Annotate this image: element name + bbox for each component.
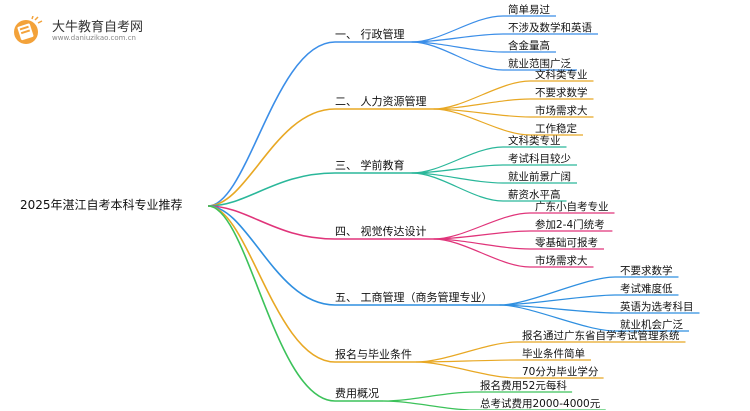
logo-title: 大牛教育自考网: [52, 20, 144, 35]
book-icon: [14, 16, 43, 44]
branch-label: 报名与毕业条件: [335, 348, 412, 361]
branch-connector: [207, 172, 412, 207]
leaf-connector: [411, 172, 567, 202]
leaf-connector: [433, 108, 594, 118]
mindmap-root: 2025年湛江自考本科专业推荐: [20, 198, 183, 212]
leaf-connector: [499, 304, 689, 332]
leaf-connector: [433, 98, 594, 110]
leaf-label: 英语为选考科目: [620, 301, 694, 313]
leaf-label: 就业前景广阔: [508, 171, 571, 183]
leaf-label: 参加2-4门统考: [535, 219, 605, 231]
branch-connector: [207, 205, 383, 402]
leaf-connector: [415, 359, 591, 363]
leaf-connector: [411, 41, 556, 53]
leaf-label: 零基础可报考: [535, 237, 598, 249]
branch-label: 二、 人力资源管理: [335, 95, 427, 108]
branch-label: 五、 工商管理（商务管理专业）: [335, 291, 493, 304]
leaf-label: 薪资水平高: [508, 189, 561, 201]
leaf-label: 报名费用52元每科: [480, 380, 567, 392]
leaf-label: 含金量高: [508, 40, 550, 52]
leaf-label: 考试科目较少: [508, 153, 571, 165]
leaf-connector: [499, 304, 700, 314]
leaf-label: 简单易过: [508, 4, 550, 16]
leaf-connector: [433, 108, 583, 136]
logo-url: www.daniuzikao.com.cn: [52, 34, 136, 42]
leaf-connector: [433, 238, 604, 250]
branch-connector: [207, 205, 434, 240]
leaf-label: 广东小自考专业: [535, 201, 609, 213]
leaf-label: 文科类专业: [535, 69, 588, 81]
leaf-connector: [433, 80, 594, 110]
leaf-label: 考试难度低: [620, 283, 673, 295]
leaf-label: 70分为毕业学分: [522, 366, 599, 378]
leaf-label: 不要求数学: [535, 87, 588, 99]
leaf-label: 就业范围广泛: [508, 58, 571, 70]
leaf-label: 不要求数学: [620, 265, 673, 277]
leaf-connector: [382, 391, 573, 402]
leaf-label: 就业机会广泛: [620, 319, 683, 331]
leaf-connector: [415, 341, 686, 363]
leaf-connector: [433, 212, 615, 240]
leaf-connector: [411, 172, 577, 184]
branch-connector: [207, 41, 412, 207]
branch-label: 费用概况: [335, 387, 379, 400]
leaf-connector: [411, 33, 598, 43]
leaf-label: 市场需求大: [535, 105, 588, 117]
leaf-connector: [411, 146, 567, 174]
leaf-connector: [415, 361, 604, 379]
leaf-label: 毕业条件简单: [522, 348, 585, 360]
leaf-connector: [411, 164, 577, 174]
site-logo[interactable]: 大牛教育自考网 www.daniuzikao.com.cn: [10, 14, 170, 48]
branch-label: 四、 视觉传达设计: [335, 225, 427, 238]
branch-connector: [207, 108, 434, 207]
branch-label: 三、 学前教育: [335, 159, 405, 172]
leaf-connector: [499, 294, 679, 306]
leaf-connector: [411, 15, 556, 43]
leaf-connector: [433, 238, 594, 268]
leaf-connector: [499, 276, 679, 306]
leaf-label: 市场需求大: [535, 255, 588, 267]
leaf-label: 总考试费用2000-4000元: [480, 398, 601, 410]
leaf-connector: [433, 230, 613, 240]
leaf-label: 文科类专业: [508, 135, 561, 147]
leaf-label: 不涉及数学和英语: [508, 22, 592, 34]
branch-connector: [207, 205, 500, 306]
branch-connector: [207, 205, 416, 363]
leaf-connector: [411, 41, 577, 71]
leaf-label: 工作稳定: [535, 123, 577, 135]
branch-label: 一、 行政管理: [335, 28, 405, 41]
leaf-label: 报名通过广东省自学考试管理系统: [522, 330, 680, 342]
